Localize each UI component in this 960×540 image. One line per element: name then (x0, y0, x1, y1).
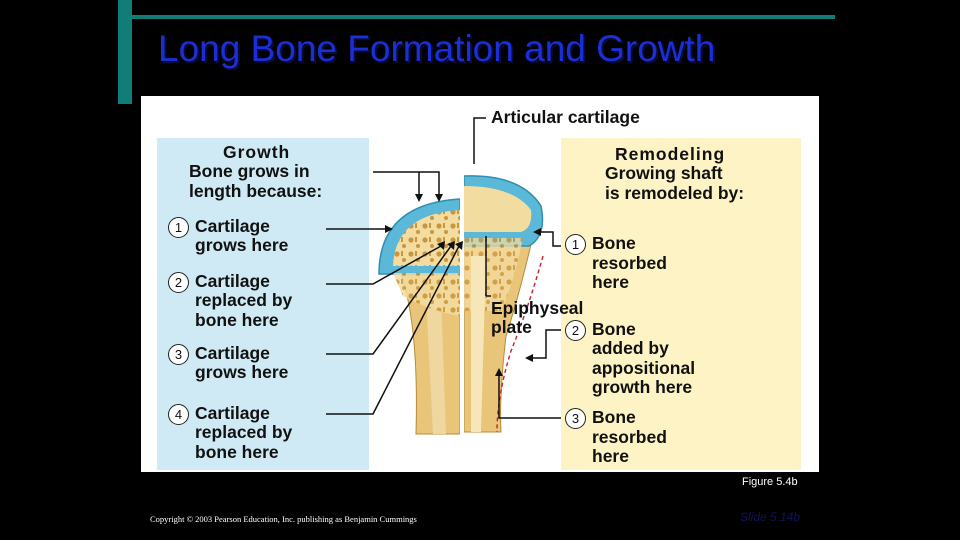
growth-item-1-line2: grows here (195, 235, 289, 255)
figure-panel: Growth Bone grows in length because: 1 C… (141, 96, 819, 472)
remodeling-item-3-line2: resorbed (592, 427, 667, 447)
resorption-line (496, 255, 544, 433)
marrow-cavity (471, 256, 486, 432)
remodeling-number-2: 2 (565, 320, 586, 341)
remodeling-subtitle-line1: Growing shaft (605, 163, 723, 183)
right-epiphysis-bone (464, 186, 532, 232)
growth-number-1: 1 (168, 217, 189, 238)
remodeling-leaders (498, 231, 561, 419)
growth-arrowheads (385, 194, 463, 250)
growth-item-4-line3: bone here (195, 442, 279, 462)
remodeling-number-1: 1 (565, 234, 586, 255)
remodeling-arrowheads (495, 228, 541, 376)
growth-number-4: 4 (168, 404, 189, 425)
articular-cartilage-label: Articular cartilage (491, 107, 640, 127)
remodeling-item-3-line1: Bone (592, 407, 636, 427)
growth-item-2-line2: replaced by (195, 290, 293, 310)
growth-item-2-line1: Cartilage (195, 271, 270, 291)
epiphyseal-label-line2: plate (491, 317, 532, 337)
left-epiphyseal-plate (391, 266, 460, 273)
remodeling-item-3-line3: here (592, 446, 629, 466)
slide-title: Long Bone Formation and Growth (158, 28, 716, 69)
growth-heading: Growth (223, 142, 291, 162)
remodeling-panel (561, 138, 801, 470)
epiphyseal-label-line1: Epiphyseal (491, 298, 584, 318)
remodeling-item-1-line1: Bone (592, 233, 636, 253)
remodeling-number-3: 3 (565, 408, 586, 429)
remodeling-item-2-line2: added by (592, 338, 669, 358)
remodeling-item-2-line4: growth here (592, 377, 693, 397)
bone-illustration (326, 117, 561, 435)
growth-leaders (326, 171, 487, 415)
right-epiphyseal-plate (464, 232, 524, 238)
growth-subtitle-line1: Bone grows in (189, 161, 310, 181)
bone-left-half (378, 198, 460, 435)
left-metaphysis (393, 273, 460, 316)
remodeling-item-1-line3: here (592, 272, 629, 292)
growth-item-4-line1: Cartilage (195, 403, 270, 423)
growth-number-3: 3 (168, 344, 189, 365)
figure-label: Figure 5.4b (742, 476, 798, 488)
growth-item-3-line2: grows here (195, 362, 289, 382)
growth-item-2-line3: bone here (195, 310, 279, 330)
growth-item-3-line1: Cartilage (195, 343, 270, 363)
left-epiphysis-bone (393, 210, 460, 266)
copyright-notice: Copyright © 2003 Pearson Education, Inc.… (150, 514, 417, 524)
articular-leader (473, 117, 486, 164)
growth-subtitle-line2: length because: (189, 181, 323, 201)
accent-line (132, 15, 835, 19)
growth-item-1-line1: Cartilage (195, 216, 270, 236)
accent-bar (118, 0, 132, 104)
left-diaphysis-core (426, 296, 446, 434)
remodeling-heading: Remodeling (615, 144, 726, 164)
remodeling-item-2-line1: Bone (592, 319, 636, 339)
remodeling-subtitle-line2: is remodeled by: (605, 183, 745, 203)
bone-right-half (464, 175, 544, 433)
remodeling-item-1-line2: resorbed (592, 253, 667, 273)
growth-number-2: 2 (168, 272, 189, 293)
growth-item-4-line2: replaced by (195, 422, 293, 442)
remodeling-item-2-line3: appositional (592, 358, 696, 378)
slide-number: Slide 5.14b (740, 510, 801, 524)
